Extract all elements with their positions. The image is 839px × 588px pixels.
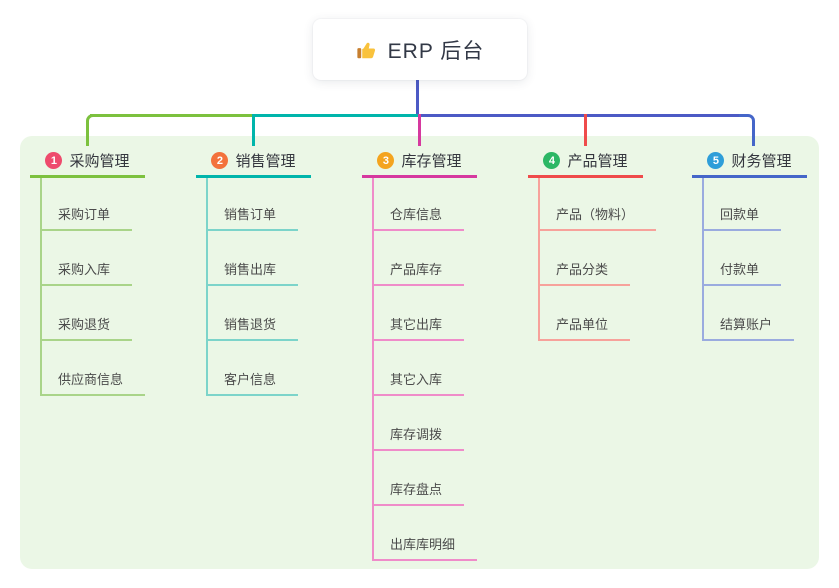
branch-label: 库存管理 bbox=[401, 153, 462, 170]
child-node[interactable]: 采购退货 bbox=[40, 317, 133, 341]
child-connector-vline bbox=[702, 178, 704, 341]
child-node[interactable]: 其它入库 bbox=[372, 372, 465, 396]
root-node[interactable]: ERP 后台 bbox=[313, 19, 527, 80]
branch-number-badge: 3 bbox=[377, 152, 395, 169]
child-node[interactable]: 产品分类 bbox=[538, 262, 631, 286]
child-node[interactable]: 付款单 bbox=[702, 262, 782, 286]
child-node[interactable]: 结算账户 bbox=[702, 317, 795, 341]
thumbs-up-icon bbox=[356, 39, 378, 61]
branch-node-1[interactable]: 1 采购管理 bbox=[30, 146, 145, 178]
child-connector-vline bbox=[538, 178, 540, 341]
branch-number-badge: 4 bbox=[543, 152, 561, 169]
child-node[interactable]: 销售订单 bbox=[206, 207, 299, 231]
branch-drop-line bbox=[418, 114, 421, 146]
branch-label: 采购管理 bbox=[69, 153, 130, 170]
branch-number-badge: 1 bbox=[45, 152, 63, 169]
child-node[interactable]: 库存调拨 bbox=[372, 427, 465, 451]
branch-node-3[interactable]: 3 库存管理 bbox=[362, 146, 477, 178]
child-node[interactable]: 回款单 bbox=[702, 207, 782, 231]
child-connector-vline bbox=[372, 178, 374, 561]
child-node[interactable]: 产品单位 bbox=[538, 317, 631, 341]
root-title: ERP 后台 bbox=[387, 39, 485, 63]
branch-node-5[interactable]: 5 财务管理 bbox=[692, 146, 807, 178]
branch-number-badge: 5 bbox=[707, 152, 725, 169]
child-node[interactable]: 产品库存 bbox=[372, 262, 465, 286]
bus-segment-green bbox=[90, 114, 253, 117]
branch-node-2[interactable]: 2 销售管理 bbox=[196, 146, 311, 178]
child-node[interactable]: 其它出库 bbox=[372, 317, 465, 341]
branches-panel bbox=[20, 136, 819, 569]
bus-corner-right bbox=[739, 114, 755, 146]
branch-label: 销售管理 bbox=[235, 153, 296, 170]
child-node[interactable]: 仓库信息 bbox=[372, 207, 465, 231]
branch-node-4[interactable]: 4 产品管理 bbox=[528, 146, 643, 178]
child-node[interactable]: 采购入库 bbox=[40, 262, 133, 286]
branch-label: 产品管理 bbox=[567, 153, 628, 170]
child-node[interactable]: 供应商信息 bbox=[40, 372, 146, 396]
child-node[interactable]: 销售退货 bbox=[206, 317, 299, 341]
bus-segment-indigo bbox=[418, 114, 746, 117]
bus-corner-left bbox=[86, 114, 102, 146]
child-node[interactable]: 库存盘点 bbox=[372, 482, 465, 506]
branch-label: 财务管理 bbox=[731, 153, 792, 170]
child-connector-vline bbox=[206, 178, 208, 396]
branch-drop-line bbox=[584, 114, 587, 146]
child-connector-vline bbox=[40, 178, 42, 396]
branch-number-badge: 2 bbox=[211, 152, 229, 169]
child-node[interactable]: 销售出库 bbox=[206, 262, 299, 286]
child-node[interactable]: 采购订单 bbox=[40, 207, 133, 231]
child-node[interactable]: 客户信息 bbox=[206, 372, 299, 396]
branch-drop-line bbox=[252, 114, 255, 146]
child-node[interactable]: 出库库明细 bbox=[372, 537, 478, 561]
root-connector-line bbox=[416, 80, 419, 117]
bus-segment-teal bbox=[253, 114, 418, 117]
child-node[interactable]: 产品（物料） bbox=[538, 207, 657, 231]
